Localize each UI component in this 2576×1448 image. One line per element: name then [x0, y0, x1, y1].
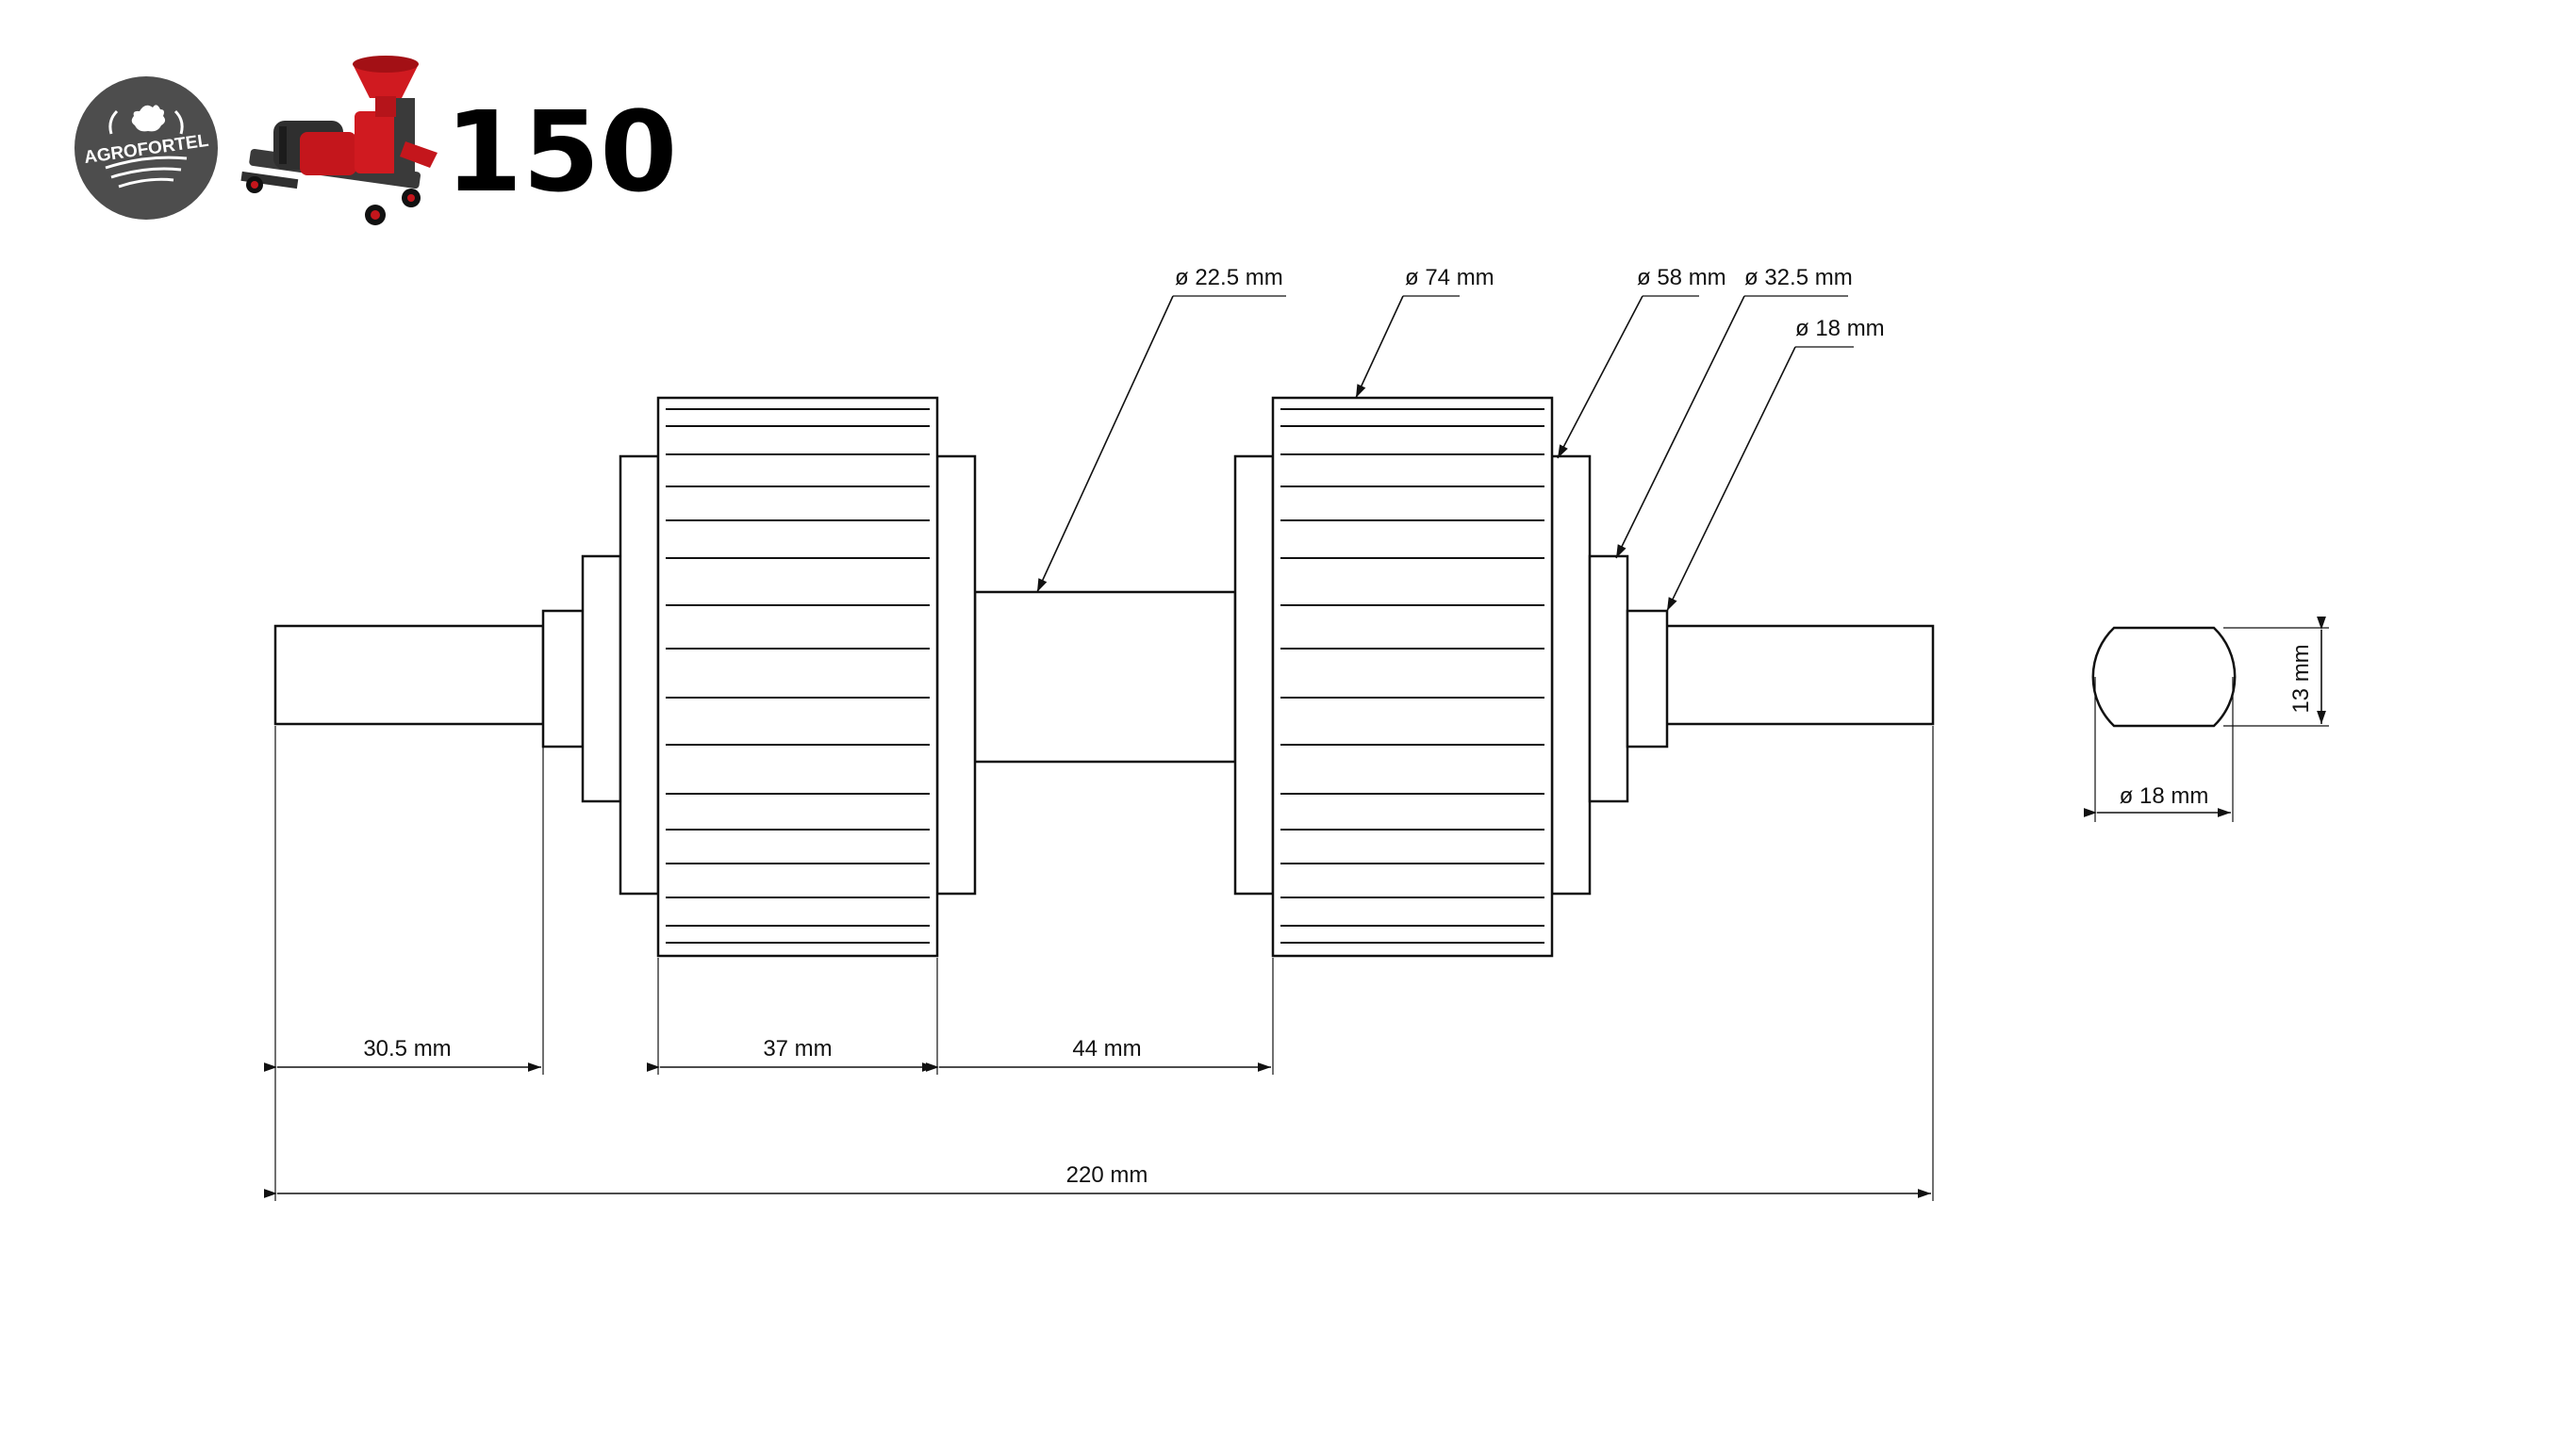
section-profile [2091, 626, 2237, 728]
shaft-end-left [273, 624, 545, 726]
collar-left-outer [541, 609, 585, 749]
machine-wheel-front-left-hub [251, 181, 258, 189]
machine-press-body [355, 111, 398, 173]
dim-roller-width-label: 37 mm [763, 1036, 832, 1061]
leader-roller [1355, 295, 1404, 399]
dim-roller-gap-label: 44 mm [1072, 1036, 1141, 1061]
pellet-mill-image [240, 56, 438, 225]
roller-left-body [656, 396, 939, 958]
brand-logo: AGROFORTEL [74, 76, 218, 220]
section-dia-label: ø 18 mm [2120, 783, 2209, 809]
logo-wreath-right [173, 109, 184, 135]
bearing-right-mid-left [1233, 454, 1275, 896]
dim-shaft-end-label: 30.5 mm [363, 1036, 451, 1061]
logo-wreath-left [108, 109, 119, 135]
leader-roller-label: ø 74 mm [1405, 265, 1494, 290]
roller-right-body [1271, 396, 1554, 958]
center-shaft [973, 590, 1237, 764]
machine-column [394, 98, 415, 181]
bearing-right-outer [1550, 454, 1592, 896]
machine-hopper-rim [353, 56, 419, 73]
shaft-assembly [273, 396, 1935, 958]
leader-shaft-label: ø 18 mm [1795, 316, 1885, 341]
leader-center-shaft [1036, 295, 1174, 593]
machine-gear-housing [300, 132, 356, 175]
machine-base-beam [240, 171, 299, 189]
bearing-left-mid-right [935, 454, 977, 896]
logo-badge [74, 76, 218, 220]
machine-hopper [353, 64, 419, 98]
leader-center-shaft-label: ø 22.5 mm [1175, 265, 1283, 290]
dim-overall-label: 220 mm [1066, 1162, 1148, 1188]
shaft-cross-section: 13 mm ø 18 mm [2084, 617, 2329, 822]
leader-bearing-inner-label: ø 32.5 mm [1744, 265, 1853, 290]
logo-field-stripes [105, 156, 188, 189]
bearing-left-outer [619, 454, 660, 896]
leader-bearing-outer-label: ø 58 mm [1637, 265, 1726, 290]
roller-left-grooves [666, 408, 930, 944]
bearing-right-inner [1588, 554, 1629, 803]
horizontal-dimensions: 30.5 mm 37 mm 44 mm 220 mm [264, 726, 1934, 1201]
bearing-left-inner [581, 554, 622, 803]
machine-wheel-rear-left-hub [371, 210, 380, 220]
roller-right [1271, 396, 1554, 958]
leader-shaft [1666, 346, 1796, 612]
machine-motor-fins [279, 126, 287, 164]
shaft-end-right [1663, 624, 1935, 726]
rooster-emblem [131, 105, 166, 132]
model-number: 150 [445, 87, 677, 217]
roller-left [656, 396, 939, 958]
machine-wheel-rear-right-hub [407, 194, 415, 202]
collar-right-outer [1626, 609, 1669, 749]
roller-right-grooves [1280, 408, 1544, 944]
leader-bearing-outer [1557, 295, 1643, 459]
section-flat-label: 13 mm [2288, 644, 2314, 713]
machine-hopper-neck [375, 96, 396, 117]
diameter-leaders: ø 22.5 mm ø 74 mm ø 58 mm ø 32.5 mm ø 18… [1036, 265, 1885, 612]
machine-outlet-chute [400, 141, 438, 168]
leader-bearing-inner [1615, 295, 1745, 559]
